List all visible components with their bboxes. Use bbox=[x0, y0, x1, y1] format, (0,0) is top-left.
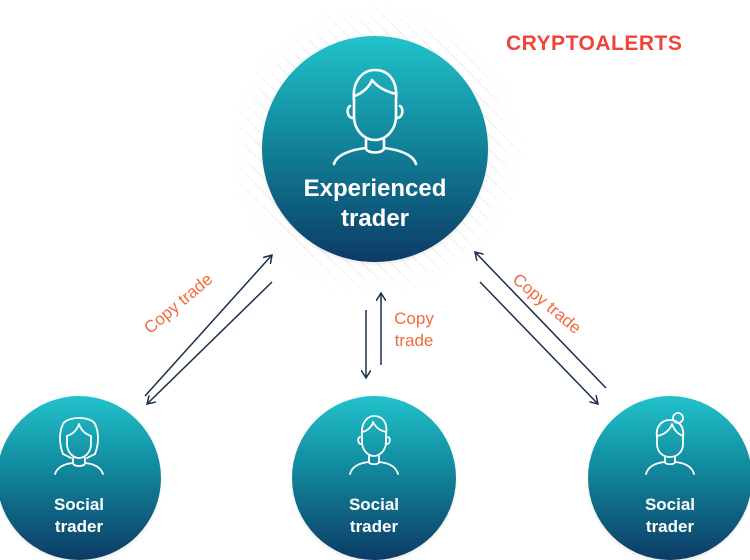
experienced-trader-label: Experienced trader bbox=[262, 174, 488, 234]
social-right-line2: trader bbox=[645, 517, 695, 536]
arrows-left bbox=[144, 255, 273, 404]
arrow-up-right bbox=[475, 252, 607, 389]
arrow-up-left bbox=[144, 255, 272, 397]
woman-bun-icon bbox=[645, 412, 695, 475]
copy-trade-label-middle: Copy trade bbox=[384, 308, 444, 352]
arrow-down-right bbox=[479, 281, 598, 404]
brand-logo: CRYPTOALERTS bbox=[506, 32, 683, 55]
social-middle-line2: trader bbox=[349, 517, 399, 536]
arrow-down-left bbox=[147, 281, 273, 404]
social-trader-node-middle: Social trader bbox=[292, 396, 456, 560]
social-trader-label-left: Social trader bbox=[0, 494, 161, 538]
man-avatar-icon bbox=[332, 68, 418, 166]
copy-trade-middle-line2: trade bbox=[394, 331, 434, 350]
social-left-line1: Social bbox=[53, 495, 105, 514]
social-middle-line1: Social bbox=[348, 495, 400, 514]
woman-long-hair-icon bbox=[54, 417, 104, 475]
social-left-line2: trader bbox=[54, 517, 104, 536]
arrows-right bbox=[475, 252, 607, 404]
social-right-line1: Social bbox=[644, 495, 696, 514]
center-label-line1: Experienced bbox=[303, 175, 447, 202]
man-avatar-icon bbox=[349, 415, 399, 475]
arrows-middle bbox=[366, 293, 381, 378]
social-trader-label-middle: Social trader bbox=[292, 494, 456, 538]
copy-trade-middle-line1: Copy bbox=[394, 309, 434, 328]
social-trader-label-right: Social trader bbox=[588, 494, 750, 538]
center-label-line2: trader bbox=[340, 205, 410, 232]
experienced-trader-node: Experienced trader bbox=[262, 36, 488, 262]
social-trader-node-left: Social trader bbox=[0, 396, 161, 560]
social-trader-node-right: Social trader bbox=[588, 396, 750, 560]
